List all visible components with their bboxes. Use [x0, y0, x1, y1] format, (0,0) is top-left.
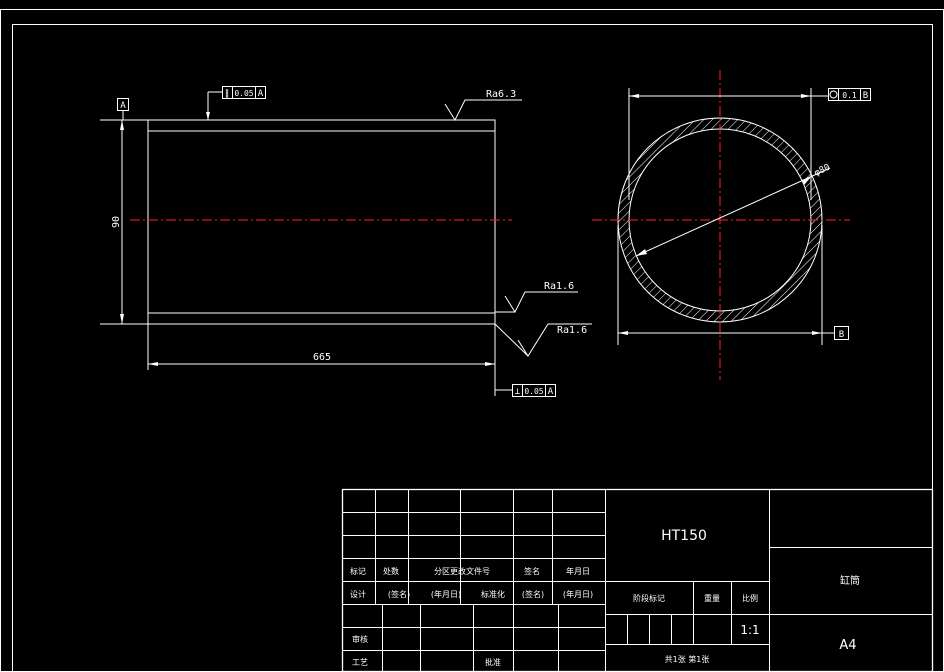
- rev-header-2: 分区: [434, 567, 450, 576]
- approve-label: 批准: [485, 657, 501, 667]
- datum-a-label: A: [120, 101, 126, 111]
- dim-diameter-label: φ80: [813, 163, 832, 179]
- process-label: 工艺: [352, 658, 368, 667]
- perpendicularity-symbol: ⊥: [515, 387, 521, 397]
- perpendicularity-tolerance: 0.05: [524, 387, 543, 396]
- parallelism-datum: A: [258, 89, 264, 99]
- circularity-tolerance: 0.1: [842, 91, 857, 100]
- roughness-right-2: Ra1.6: [557, 325, 587, 336]
- perpendicularity-datum: A: [548, 387, 554, 397]
- side-view: 90 A ∥ 0.05 A Ra6.3 Ra1.6 Ra1.6 665: [100, 86, 592, 397]
- design-row-1: (签名): [388, 589, 410, 599]
- top-wall-hatch: [147, 119, 496, 132]
- weight-label: 重量: [704, 593, 720, 603]
- design-row-2: (年月日): [431, 589, 461, 599]
- review-label: 审核: [352, 634, 368, 644]
- design-row-5: (年月日): [563, 589, 593, 599]
- design-row-0: 设计: [350, 589, 366, 599]
- dim-height-label: 90: [111, 216, 122, 228]
- title-block: HT150 缸筒 A4 1:1 阶段标记 重量 比例 共1张 第1张 标记 处数…: [341, 488, 934, 672]
- sheet-info-text: 共1张 第1张: [665, 654, 710, 664]
- end-view: φ80 0.1 B B: [592, 70, 871, 380]
- bottom-wall-hatch: [147, 312, 496, 325]
- circularity-icon: [829, 90, 838, 99]
- rev-header-0: 标记: [350, 566, 366, 576]
- part-name-text: 缸筒: [840, 574, 860, 587]
- design-row-4: (签名): [522, 589, 544, 599]
- rev-header-3: 更改文件号: [450, 566, 490, 576]
- roughness-top: Ra6.3: [486, 89, 516, 100]
- scale-text: 1:1: [740, 623, 759, 637]
- rev-header-4: 签名: [524, 566, 540, 576]
- parallelism-symbol: ∥: [225, 89, 230, 99]
- datum-b-label: B: [839, 330, 844, 340]
- circularity-datum: B: [863, 91, 868, 101]
- sheet-size-text: A4: [839, 638, 856, 653]
- rev-header-1: 处数: [383, 566, 399, 576]
- design-row-3: 标准化: [481, 589, 505, 599]
- scale-label: 比例: [742, 593, 758, 603]
- rev-header-5: 年月日: [566, 566, 590, 576]
- stage-label: 阶段标记: [633, 593, 665, 603]
- dim-length-label: 665: [313, 352, 331, 363]
- parallelism-tolerance: 0.05: [234, 89, 253, 98]
- roughness-right-1: Ra1.6: [544, 281, 574, 292]
- material-text: HT150: [661, 528, 707, 544]
